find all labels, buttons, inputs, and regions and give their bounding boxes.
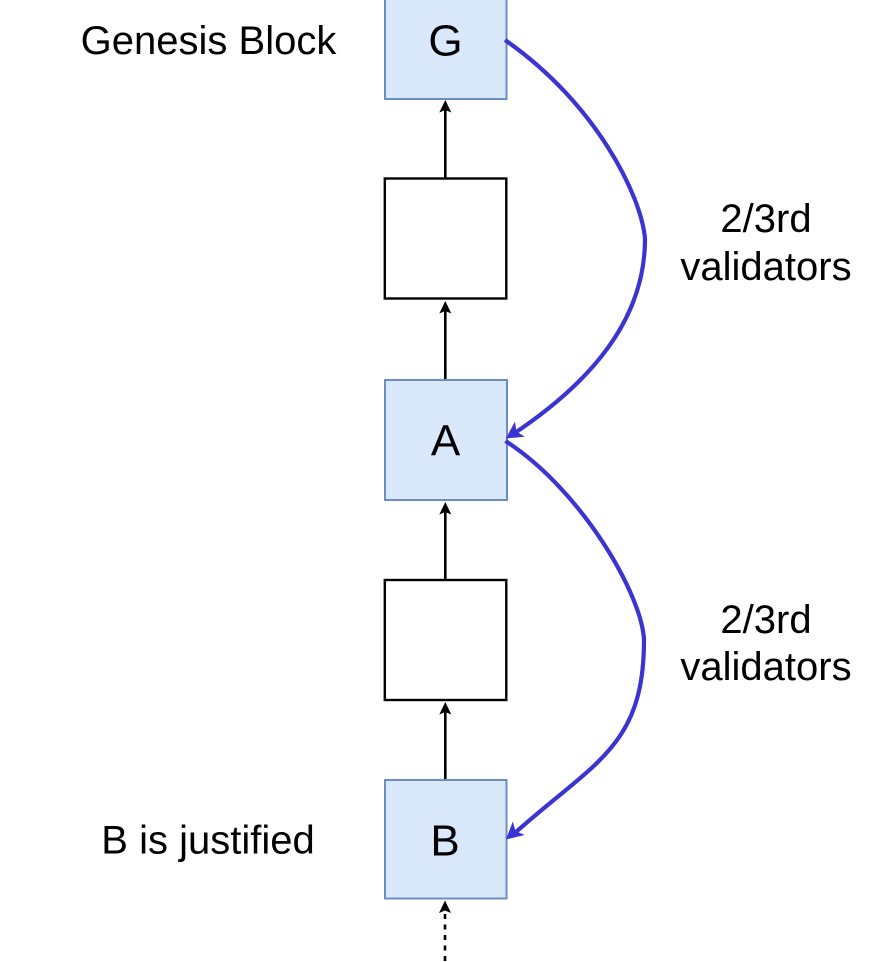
svg-text:A: A xyxy=(431,417,461,466)
svg-text:B is justified: B is justified xyxy=(101,819,314,863)
svg-text:Genesis Block: Genesis Block xyxy=(81,19,338,63)
svg-text:B: B xyxy=(430,817,459,866)
svg-text:2/3rd: 2/3rd xyxy=(720,598,811,642)
svg-text:G: G xyxy=(428,17,462,66)
svg-text:validators: validators xyxy=(680,245,851,289)
svg-text:2/3rd: 2/3rd xyxy=(720,197,811,241)
svg-text:validators: validators xyxy=(680,645,851,689)
